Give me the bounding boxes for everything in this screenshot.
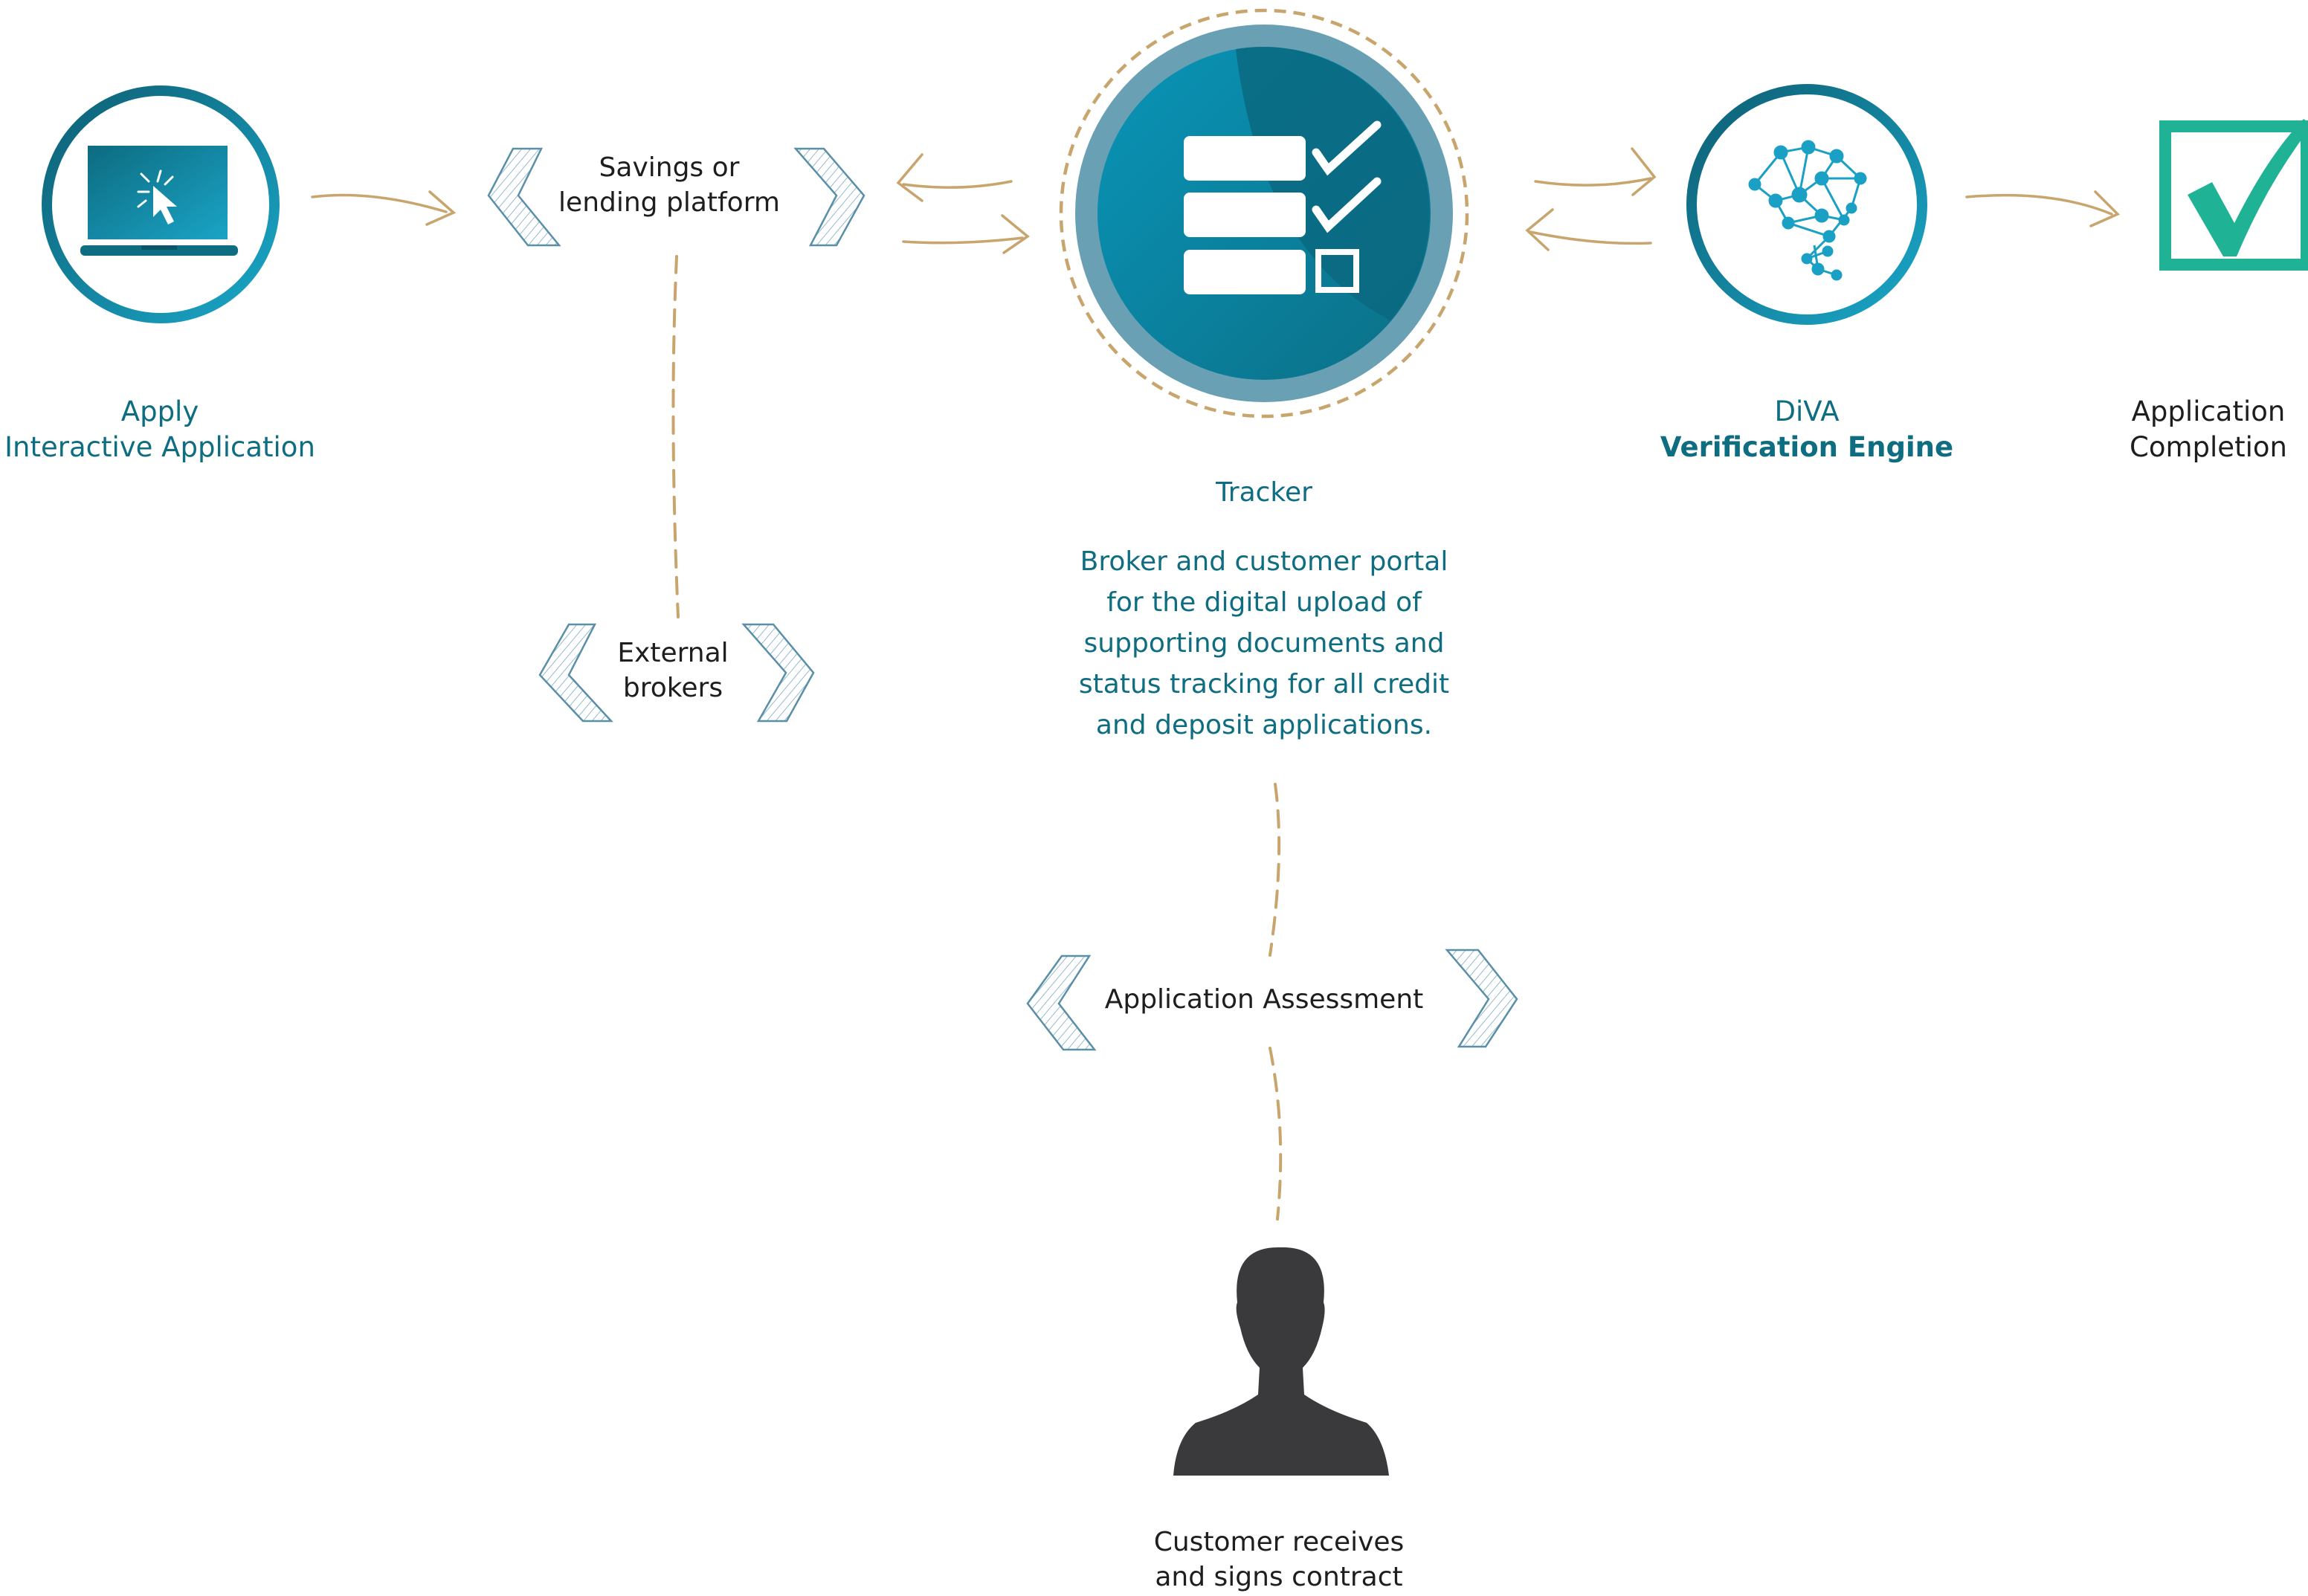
apply-title: Apply xyxy=(120,395,199,427)
completion-line1: Application xyxy=(2131,395,2286,427)
arrow-platform-to-tracker xyxy=(902,214,1030,254)
chevron-left-brokers xyxy=(538,623,613,723)
platform-line1: Savings or xyxy=(599,152,740,183)
assessment-label: Application Assessment xyxy=(1104,984,1424,1015)
diva-subtitle: Verification Engine xyxy=(1660,431,1954,464)
dashed-platform-to-brokers xyxy=(671,255,680,618)
dashed-assessment-to-customer xyxy=(1269,1047,1283,1221)
customer-line1: Customer receives xyxy=(1153,1527,1405,1557)
tracker-description: Broker and customer portal for the digit… xyxy=(1041,541,1487,746)
tracker-desc-line-1: Broker and customer portal xyxy=(1080,546,1448,577)
tracker-desc-line-4: status tracking for all credit xyxy=(1078,669,1450,700)
diva-node xyxy=(1686,84,1927,325)
chevron-right-assessment xyxy=(1445,949,1518,1048)
chevron-right-platform xyxy=(793,147,866,247)
checkbox-checked-icon xyxy=(2159,119,2308,271)
brain-network-icon xyxy=(1748,140,1867,281)
arrow-apply-to-platform xyxy=(311,190,457,226)
completion-line2: Completion xyxy=(2130,431,2287,464)
brokers-label: External brokers xyxy=(599,636,747,706)
tracker-desc-line-3: supporting documents and xyxy=(1083,628,1445,659)
arrow-tracker-to-platform xyxy=(896,153,1013,202)
laptop-cursor-icon xyxy=(80,146,238,256)
checklist-icon xyxy=(1184,120,1382,294)
tracker-title: Tracker xyxy=(1216,477,1312,508)
brokers-line2: brokers xyxy=(622,672,723,703)
dashed-tracker-to-assessment xyxy=(1269,783,1281,957)
platform-line2: lending platform xyxy=(558,187,780,218)
arrow-tracker-to-diva xyxy=(1534,147,1657,196)
apply-label: Apply Interactive Application xyxy=(0,394,320,465)
tracker-desc-line-5: and deposit applications. xyxy=(1095,710,1433,740)
chevron-left-platform xyxy=(487,147,561,247)
chevron-left-assessment xyxy=(1026,954,1097,1051)
tracker-desc-line-2: for the digital upload of xyxy=(1106,587,1422,618)
brokers-line1: External xyxy=(617,638,729,668)
customer-label: Customer receives and signs contract xyxy=(1108,1525,1450,1595)
person-silhouette-icon xyxy=(1173,1247,1389,1476)
arrow-diva-to-completion xyxy=(1965,190,2121,227)
chevron-right-brokers xyxy=(741,623,815,723)
apply-node xyxy=(42,85,280,323)
tracker-node xyxy=(1059,8,1469,419)
diva-label: DiVA Verification Engine xyxy=(1651,394,1963,465)
apply-subtitle: Interactive Application xyxy=(4,431,315,464)
customer-line2: and signs contract xyxy=(1155,1561,1403,1592)
completion-label: Application Completion xyxy=(2112,394,2305,465)
arrow-diva-to-tracker xyxy=(1525,208,1652,251)
platform-label: Savings or lending platform xyxy=(543,151,796,221)
diva-title: DiVA xyxy=(1774,395,1840,427)
